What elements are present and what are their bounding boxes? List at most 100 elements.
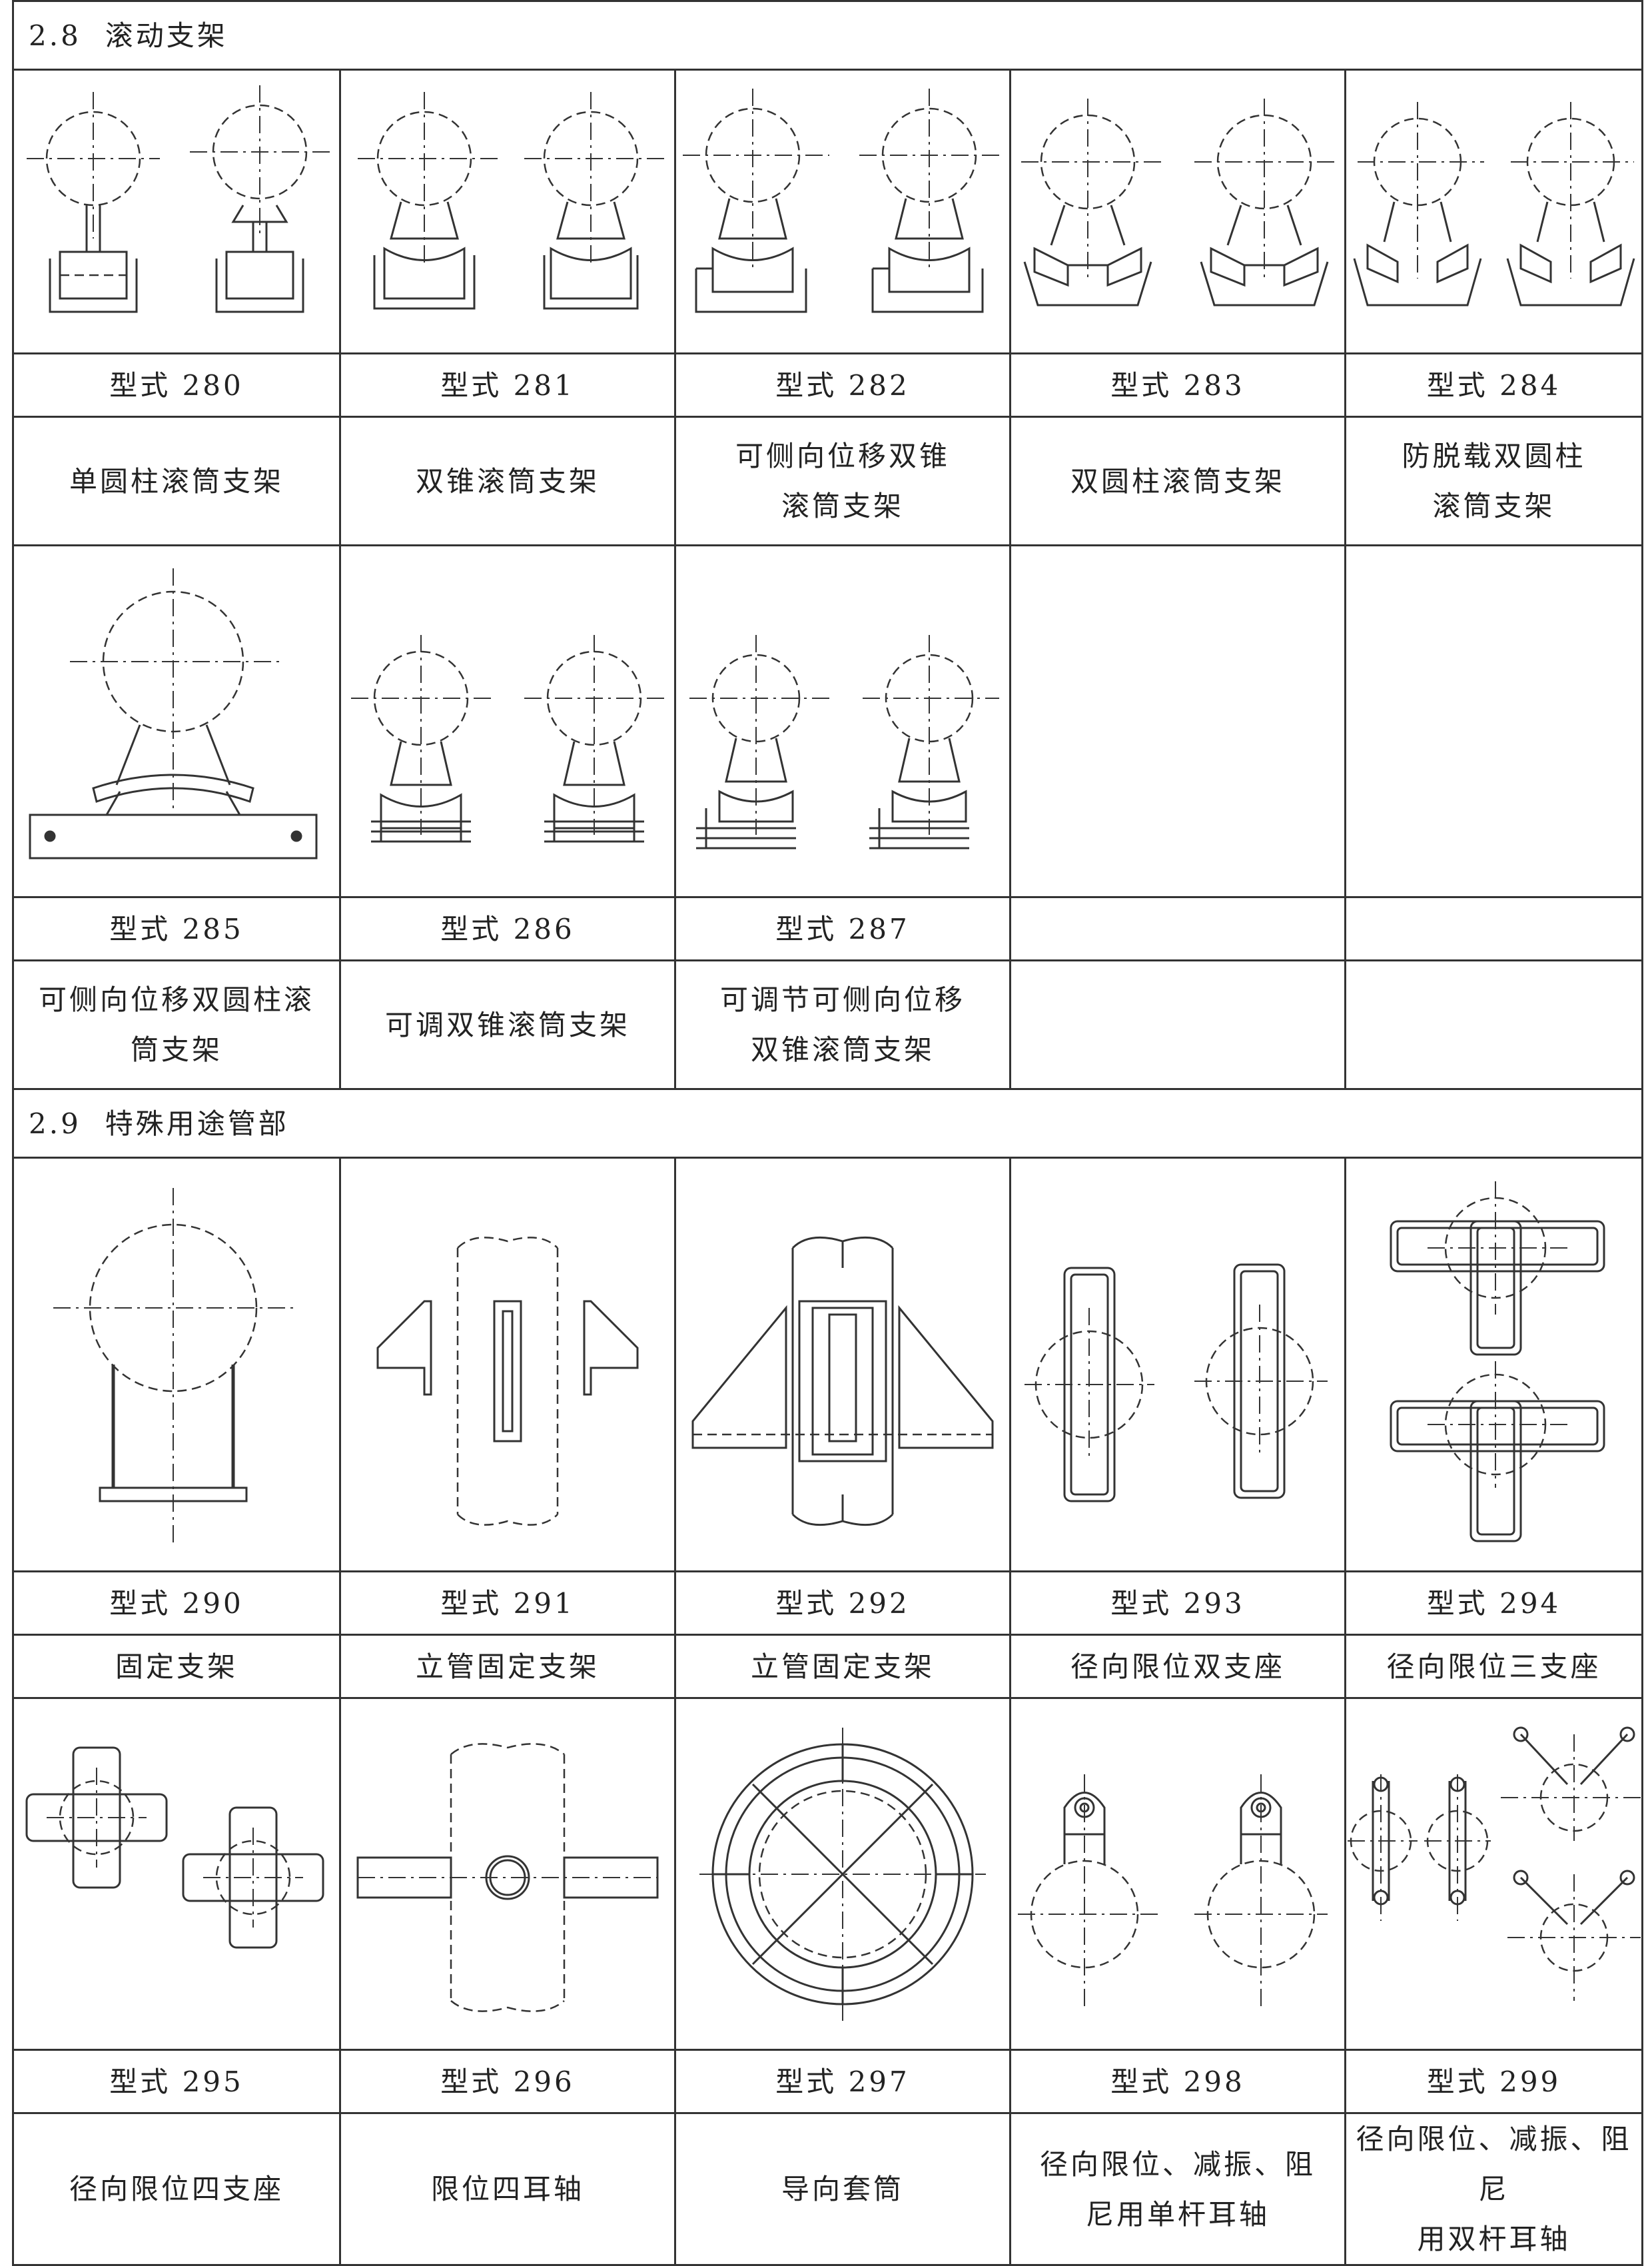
type-name-296: 限位四耳轴 [339, 2112, 676, 2266]
type-name-line: 防脱载双圆柱 [1402, 440, 1586, 472]
drawing-283 [1021, 98, 1338, 306]
type-name-287: 可调节可侧向位移双锥滚筒支架 [674, 959, 1011, 1090]
type-name-line: 可侧向位移双圆柱滚 [38, 983, 314, 1016]
type-label-297: 型式 297 [674, 2049, 1011, 2114]
drawing-cell-280 [12, 69, 341, 354]
type-name-line: 滚筒支架 [781, 490, 904, 522]
type-label-299: 型式 299 [1344, 2049, 1644, 2114]
type-name-line: 立管固定支架 [750, 1650, 935, 1683]
type-label-294: 型式 294 [1344, 1570, 1644, 1636]
type-name-298: 径向限位、减振、阻尼用单杆耳轴 [1009, 2112, 1346, 2266]
type-name-line: 双锥滚筒支架 [415, 464, 600, 498]
type-name-line: 径向限位双支座 [1070, 1650, 1285, 1683]
drawing-cell-299 [1344, 1697, 1644, 2051]
type-name-line: 双锥滚筒支架 [750, 1033, 935, 1066]
type-label-285: 型式 285 [12, 896, 341, 961]
type-name-empty-2 [1344, 959, 1644, 1090]
type-name-297: 导向套筒 [674, 2112, 1011, 2266]
drawing-284 [1353, 101, 1635, 306]
type-label-287: 型式 287 [674, 896, 1011, 961]
type-name-line: 径向限位、减振、阻 [1039, 2147, 1316, 2181]
drawing-cell-284 [1344, 69, 1644, 354]
type-name-line: 导向套筒 [781, 2173, 904, 2205]
type-name-284: 防脱载双圆柱滚筒支架 [1344, 416, 1644, 546]
drawing-286 [351, 634, 667, 842]
type-label-280: 型式 280 [12, 352, 341, 418]
type-name-line: 可侧向位移双锥 [735, 440, 950, 472]
type-name-285: 可侧向位移双圆柱滚筒支架 [12, 959, 341, 1090]
drawing-293 [1025, 1263, 1328, 1502]
type-name-line: 径向限位、减振、阻尼 [1356, 2123, 1632, 2205]
type-name-295: 径向限位四支座 [12, 2112, 341, 2266]
type-name-line: 限位四耳轴 [430, 2173, 584, 2205]
drawing-299 [1347, 1726, 1641, 2001]
drawing-282 [683, 88, 1003, 312]
type-name-292: 立管固定支架 [674, 1634, 1011, 1699]
type-name-line: 立管固定支架 [415, 1650, 600, 1683]
type-name-299: 径向限位、减振、阻尼用双杆耳轴 [1344, 2112, 1644, 2266]
drawing-280 [27, 85, 333, 312]
section-number: 2.9 [29, 1107, 81, 1140]
drawing-292 [691, 1236, 994, 1526]
drawing-cell-293 [1009, 1157, 1346, 1572]
drawing-cell-287 [674, 544, 1011, 898]
type-name-line: 径向限位四支座 [69, 2173, 284, 2205]
type-name-line: 滚筒支架 [1432, 490, 1555, 522]
type-name-280: 单圆柱滚筒支架 [12, 416, 341, 546]
drawing-cell-296 [339, 1697, 676, 2051]
type-name-line: 可调双锥滚筒支架 [384, 1008, 630, 1041]
type-label-296: 型式 296 [339, 2049, 676, 2114]
section-title: 滚动支架 [105, 19, 228, 52]
drawing-cell-292 [674, 1157, 1011, 1572]
drawing-cell-285 [12, 544, 341, 898]
type-name-line: 可调节可侧向位移 [719, 983, 965, 1016]
type-label-298: 型式 298 [1009, 2049, 1346, 2114]
type-label-282: 型式 282 [674, 352, 1011, 418]
drawing-cell-282 [674, 69, 1011, 354]
drawing-287 [689, 634, 999, 849]
type-name-line: 筒支架 [130, 1033, 222, 1066]
type-name-294: 径向限位三支座 [1344, 1634, 1644, 1699]
drawing-cell-290 [12, 1157, 341, 1572]
type-name-empty-1 [1009, 959, 1346, 1090]
type-name-290: 固定支架 [12, 1634, 341, 1699]
drawing-285 [29, 568, 318, 859]
type-name-281: 双锥滚筒支架 [339, 416, 676, 546]
drawing-297 [699, 1727, 986, 2021]
type-name-line: 双圆柱滚筒支架 [1070, 464, 1285, 498]
drawing-cell-empty-1 [1009, 544, 1346, 898]
section-header-2-9: 2.9 特殊用途管部 [11, 1088, 1644, 1159]
type-label-293: 型式 293 [1009, 1570, 1346, 1636]
type-name-line: 固定支架 [115, 1650, 238, 1683]
section-title: 特殊用途管部 [105, 1107, 289, 1140]
drawing-291 [376, 1237, 639, 1526]
drawing-281 [358, 91, 664, 309]
drawing-cell-295 [12, 1697, 341, 2051]
drawing-cell-297 [674, 1697, 1011, 2051]
type-label-283: 型式 283 [1009, 352, 1346, 418]
drawing-cell-281 [339, 69, 676, 354]
drawing-298 [1018, 1774, 1328, 2007]
type-label-290: 型式 290 [12, 1570, 341, 1636]
type-name-line: 用双杆耳轴 [1417, 2223, 1571, 2255]
drawing-cell-283 [1009, 69, 1346, 354]
type-label-292: 型式 292 [674, 1570, 1011, 1636]
drawing-cell-291 [339, 1157, 676, 1572]
drawing-290 [53, 1188, 293, 1548]
type-name-line: 单圆柱滚筒支架 [69, 464, 284, 498]
drawing-cell-286 [339, 544, 676, 898]
type-label-empty [1009, 896, 1346, 961]
drawing-cell-empty-2 [1344, 544, 1644, 898]
drawing-cell-298 [1009, 1697, 1346, 2051]
type-label-281: 型式 281 [339, 352, 676, 418]
type-name-line: 径向限位三支座 [1386, 1650, 1601, 1683]
drawing-294 [1390, 1181, 1605, 1542]
type-name-293: 径向限位双支座 [1009, 1634, 1346, 1699]
type-name-291: 立管固定支架 [339, 1634, 676, 1699]
drawing-cell-294 [1344, 1157, 1644, 1572]
type-name-286: 可调双锥滚筒支架 [339, 959, 676, 1090]
drawing-296 [356, 1742, 659, 2012]
